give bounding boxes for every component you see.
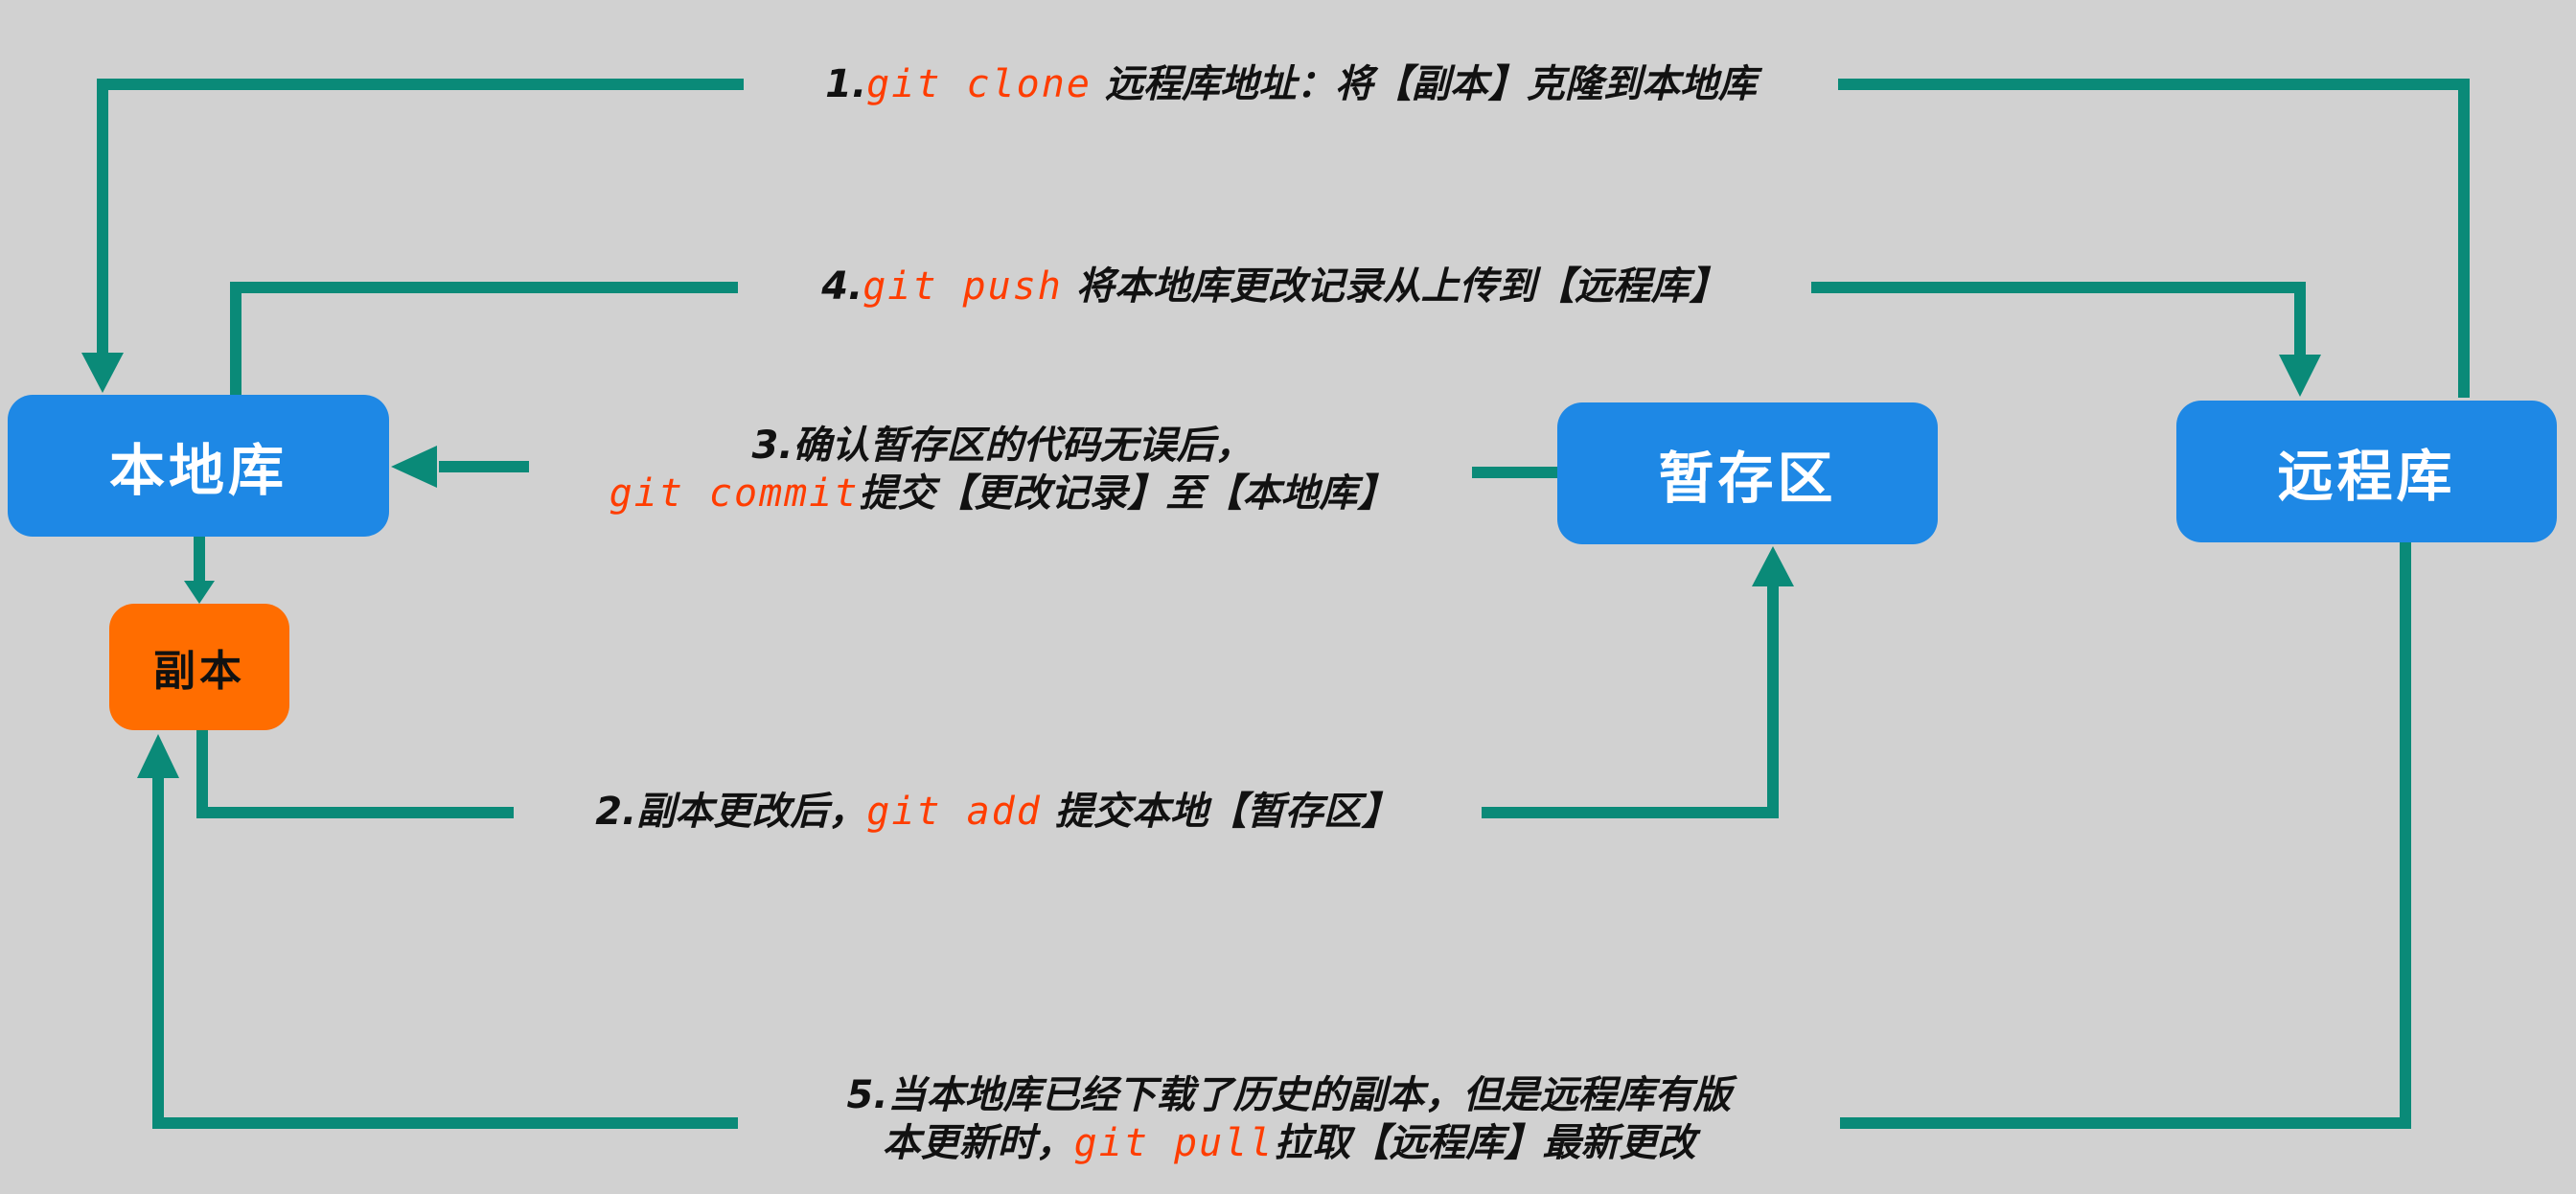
label-step-commit: 3.确认暂存区的代码无误后， git commit提交【更改记录】至【本地库】 [533,422,1472,517]
step-pull-line1: 5.当本地库已经下载了历史的副本，但是远程库有版 [846,1073,1732,1117]
step-add-command: git add [866,790,1042,834]
label-step-add: 2.副本更改后，git add 提交本地【暂存区】 [514,788,1482,836]
arrowhead-add [1752,546,1794,586]
label-step-pull: 5.当本地库已经下载了历史的副本，但是远程库有版 本更新时，git pull拉取… [738,1071,1840,1167]
arrowhead-replica [184,581,215,604]
step-add-text: 提交本地【暂存区】 [1041,790,1400,834]
arrowhead-push [2279,355,2321,397]
arrowhead-clone [81,353,124,393]
node-replica: 副本 [109,604,289,730]
label-step-push: 4.git push 将本地库更改记录从上传到【远程库】 [738,263,1811,310]
node-local-repo: 本地库 [8,395,389,537]
step-push-prefix: 4. [821,264,863,309]
step-commit-text: 提交【更改记录】至【本地库】 [859,471,1396,516]
step-pull-command: git pull [1073,1121,1275,1165]
step-push-command: git push [862,264,1063,309]
arrowhead-pull [137,734,179,778]
arrow-add [196,583,1779,818]
step-commit-command: git commit [609,471,860,516]
node-staging-area: 暂存区 [1557,402,1938,544]
step-add-prefix: 2.副本更改后， [595,790,867,834]
step-push-text: 将本地库更改记录从上传到【远程库】 [1062,264,1728,309]
step-commit-line1: 3.确认暂存区的代码无误后， [751,424,1254,468]
step-clone-command: git clone [866,62,1092,106]
step-clone-prefix: 1. [825,62,867,106]
node-remote-repo: 远程库 [2176,401,2557,542]
step-pull-text: 拉取【远程库】最新更改 [1274,1121,1696,1165]
arrowhead-commit [391,446,437,488]
arrow-clone [97,79,2470,398]
step-pull-prefix: 本更新时， [882,1121,1074,1165]
step-clone-text: 远程库地址：将【副本】克隆到本地库 [1091,62,1757,106]
label-step-clone: 1.git clone 远程库地址：将【副本】克隆到本地库 [744,60,1838,108]
